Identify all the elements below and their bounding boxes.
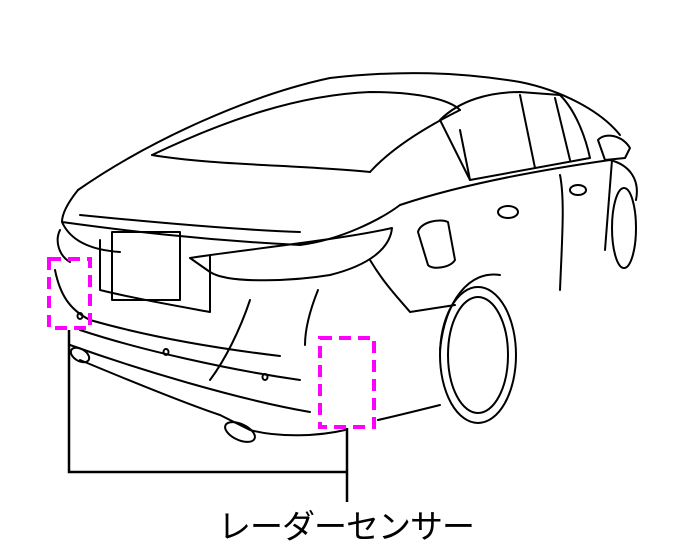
car-rear-view	[54, 72, 638, 443]
sensor-highlight-left	[47, 257, 92, 330]
leader-line	[67, 330, 349, 502]
sensor-highlight-right	[318, 336, 376, 429]
radar-sensor-label: レーダーセンサー	[218, 507, 475, 546]
